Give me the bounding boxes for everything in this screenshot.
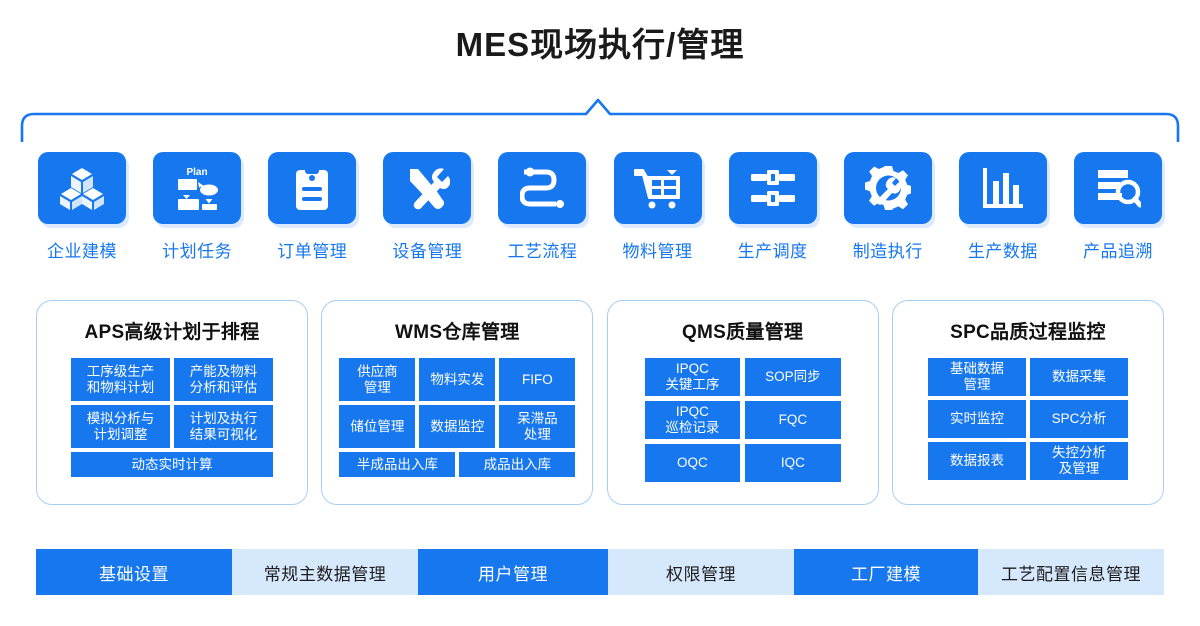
module-label: 企业建模	[47, 242, 117, 261]
card-tile[interactable]: 模拟分析与 计划调整	[71, 405, 170, 448]
card-title: SPC品质过程监控	[950, 322, 1106, 343]
module-label: 订单管理	[277, 242, 348, 261]
bottom-nav-bar: 基础设置 常规主数据管理 用户管理 权限管理 工厂建模 工艺配置信息管理	[36, 549, 1164, 595]
card-tile[interactable]: 失控分析 及管理	[1029, 442, 1128, 480]
card-tile[interactable]: 工序级生产 和物料计划	[71, 358, 170, 401]
bottom-nav-item-changguizhushujuguanli[interactable]: 常规主数据管理	[232, 549, 418, 595]
sliders-icon	[728, 152, 817, 224]
card-tile-grid: 基础数据 管理 数据采集 实时监控 SPC分析 数据报表 失控分析 及管理	[927, 358, 1128, 480]
card-tile[interactable]: OQC	[644, 444, 741, 482]
card-tile[interactable]: 储位管理	[339, 405, 416, 448]
module-item-chanpinzhuisu[interactable]: 产品追溯	[1072, 152, 1164, 264]
module-icon-row: 企业建模 Plan 计划任务	[36, 152, 1164, 264]
card-tile[interactable]: 实时监控	[927, 400, 1026, 438]
card-tile[interactable]: 半成品出入库	[339, 452, 456, 477]
module-item-shengchanshuju[interactable]: 生产数据	[957, 152, 1049, 264]
card-tile[interactable]: IPQC 关键工序	[644, 358, 741, 396]
bottom-nav-item-gongyipeizhixinxiguanli[interactable]: 工艺配置信息管理	[978, 549, 1164, 595]
module-label: 计划任务	[162, 242, 233, 261]
card-aps: APS高级计划于排程 工序级生产 和物料计划 产能及物料 分析和评估 模拟分析与…	[36, 300, 308, 505]
shopping-cart-icon	[613, 152, 702, 224]
bracket-connector	[0, 96, 1200, 144]
module-item-gongyiliucheng[interactable]: 工艺流程	[496, 152, 588, 264]
module-label: 工艺流程	[507, 242, 578, 261]
card-tile[interactable]: 动态实时计算	[71, 452, 273, 477]
module-item-dingdanguanli[interactable]: 订单管理	[266, 152, 358, 264]
card-tile-grid: IPQC 关键工序 SOP同步 IPQC 巡检记录 FQC OQC IQC	[644, 358, 841, 482]
card-tile[interactable]: 物料实发	[419, 358, 496, 401]
card-tile[interactable]: IPQC 巡检记录	[644, 401, 741, 439]
module-item-wuliaoguanli[interactable]: 物料管理	[612, 152, 704, 264]
module-item-zhizaozhixing[interactable]: 制造执行	[842, 152, 934, 264]
card-spc: SPC品质过程监控 基础数据 管理 数据采集 实时监控 SPC分析 数据报表 失…	[891, 300, 1164, 505]
gear-wrench-icon	[843, 152, 932, 224]
bar-chart-icon	[958, 152, 1047, 224]
bottom-nav-item-yonghuguanli[interactable]: 用户管理	[418, 549, 608, 595]
card-tile[interactable]: 数据监控	[419, 405, 496, 448]
bottom-nav-item-quanxianguanli[interactable]: 权限管理	[608, 549, 794, 595]
module-item-qiyejianmo[interactable]: 企业建模	[36, 152, 128, 264]
clipboard-icon	[268, 152, 357, 224]
card-tile[interactable]: 供应商 管理	[339, 358, 416, 401]
cubes-icon	[38, 152, 126, 224]
module-item-shebeiguanli[interactable]: 设备管理	[381, 152, 473, 264]
module-label: 生产调度	[737, 242, 808, 261]
card-tile[interactable]: 基础数据 管理	[927, 358, 1026, 396]
card-wms: WMS仓库管理 供应商 管理 物料实发 FIFO 储位管理 数据监控 呆滞品 处…	[321, 300, 594, 505]
module-label: 物料管理	[622, 242, 693, 261]
module-label: 生产数据	[967, 242, 1038, 261]
card-tile[interactable]: 数据采集	[1029, 358, 1128, 396]
card-title: WMS仓库管理	[395, 322, 520, 343]
card-title: QMS质量管理	[681, 322, 804, 343]
card-tile[interactable]: FIFO	[499, 358, 576, 401]
module-item-shengchandiaodu[interactable]: 生产调度	[727, 152, 819, 264]
bracket-icon	[20, 98, 1180, 144]
module-label: 制造执行	[852, 242, 923, 261]
bottom-nav-item-gongchangjianmo[interactable]: 工厂建模	[794, 549, 978, 595]
process-flow-icon	[498, 152, 587, 224]
module-item-jihuarenwu[interactable]: Plan 计划任务	[151, 152, 243, 264]
card-qms: QMS质量管理 IPQC 关键工序 SOP同步 IPQC 巡检记录 FQC OQ…	[606, 300, 879, 505]
bottom-nav-item-jichushezhi[interactable]: 基础设置	[36, 549, 232, 595]
card-tile[interactable]: 成品出入库	[459, 452, 576, 477]
card-tile-grid: 工序级生产 和物料计划 产能及物料 分析和评估 模拟分析与 计划调整 计划及执行…	[71, 358, 273, 477]
document-search-icon	[1073, 152, 1162, 224]
card-tile-grid: 供应商 管理 物料实发 FIFO 储位管理 数据监控 呆滞品 处理 半成品出入库…	[339, 358, 576, 477]
card-title: APS高级计划于排程	[84, 322, 260, 343]
card-tile[interactable]: 计划及执行 结果可视化	[174, 405, 273, 448]
page-title: MES现场执行/管理	[455, 26, 745, 63]
module-label: 设备管理	[392, 242, 463, 261]
card-tile[interactable]: 产能及物料 分析和评估	[174, 358, 273, 401]
module-cards-row: APS高级计划于排程 工序级生产 和物料计划 产能及物料 分析和评估 模拟分析与…	[36, 300, 1164, 505]
card-tile[interactable]: SOP同步	[745, 358, 841, 396]
tools-wrench-screwdriver-icon	[383, 152, 472, 224]
card-tile[interactable]: SPC分析	[1029, 400, 1128, 438]
svg-text:Plan: Plan	[187, 167, 208, 178]
card-tile[interactable]: FQC	[745, 401, 841, 439]
card-tile[interactable]: 呆滞品 处理	[499, 405, 576, 448]
plan-flowchart-icon: Plan	[153, 152, 242, 224]
card-tile[interactable]: IQC	[745, 444, 841, 482]
module-label: 产品追溯	[1082, 242, 1153, 261]
card-tile[interactable]: 数据报表	[927, 442, 1026, 480]
